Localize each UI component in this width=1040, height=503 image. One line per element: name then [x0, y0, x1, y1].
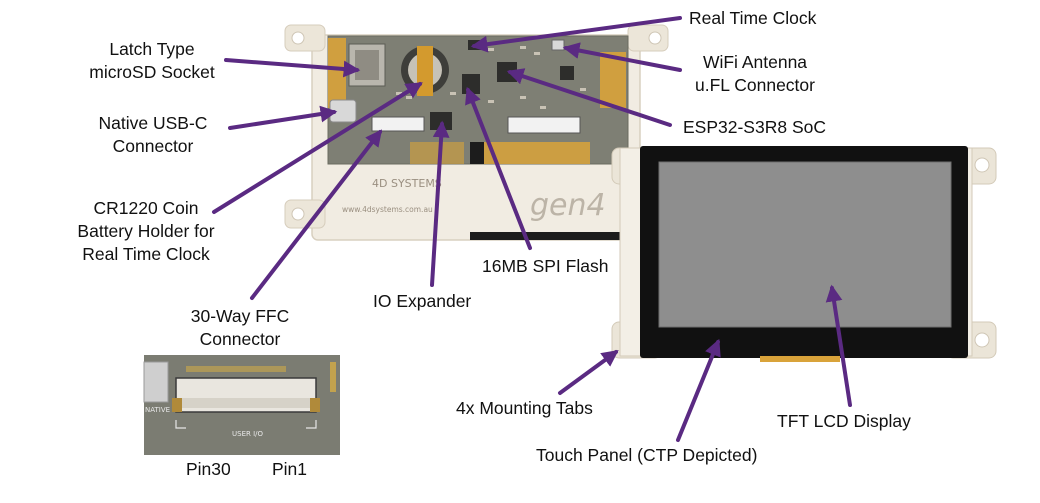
ufl-connector — [551, 39, 565, 51]
label-battery-line3: Real Time Clock — [82, 244, 210, 264]
inset-user-io-silk: USER I/O — [232, 430, 264, 438]
module-front-view — [611, 146, 997, 362]
label-usb: Native USB-C Connector — [82, 112, 224, 158]
label-mounting-tabs: 4x Mounting Tabs — [456, 398, 593, 418]
label-ffc: 30-Way FFC Connector — [170, 305, 310, 351]
label-ffc-line2: Connector — [199, 329, 281, 349]
arrow-soc — [506, 68, 672, 127]
arrow-tft — [825, 284, 852, 407]
label-microsd-line1: Latch Type — [109, 39, 195, 59]
label-microsd: Latch Type microSD Socket — [82, 38, 222, 84]
callout-arrows — [212, 16, 852, 442]
arrow-io — [430, 120, 450, 287]
label-battery: CR1220 Coin Battery Holder for Real Time… — [66, 197, 226, 266]
label-wifi-line2: u.FL Connector — [695, 75, 815, 95]
label-usb-line1: Native USB-C — [98, 113, 208, 133]
label-battery-line2: Battery Holder for — [77, 221, 215, 241]
rear-mount-tab — [284, 24, 326, 52]
arrow-touch — [676, 338, 721, 442]
arrow-ffc — [250, 129, 383, 300]
arrow-microsd — [224, 58, 361, 78]
spi-flash-chip — [462, 74, 480, 94]
ffc-inset-photo: USER I/O NATIVE — [143, 355, 340, 455]
arrow-rtc — [470, 16, 682, 53]
label-wifi-line1: WiFi Antenna — [702, 52, 808, 72]
label-pin30: Pin30 — [186, 459, 231, 479]
label-tft: TFT LCD Display — [777, 411, 911, 431]
ffc-connector — [371, 116, 425, 132]
inset-native-silk: NATIVE — [145, 406, 170, 414]
label-pin1: Pin1 — [272, 459, 308, 479]
label-usb-line2: Connector — [112, 136, 194, 156]
label-soc: ESP32-S3R8 SoC — [683, 117, 826, 137]
label-microsd-line2: microSD Socket — [89, 62, 215, 82]
label-touch-panel: Touch Panel (CTP Depicted) — [536, 445, 758, 465]
label-io-expander: IO Expander — [373, 291, 472, 311]
label-rtc: Real Time Clock — [689, 8, 817, 28]
label-ffc-line1: 30-Way FFC — [190, 306, 290, 326]
label-flash: 16MB SPI Flash — [482, 256, 609, 276]
arrow-flash — [465, 86, 532, 250]
arrow-battery — [212, 82, 423, 214]
rear-mount-tab — [627, 24, 669, 52]
label-battery-line1: CR1220 Coin — [93, 198, 199, 218]
arrow-tabs — [558, 350, 619, 395]
label-wifi: WiFi Antenna u.FL Connector — [680, 51, 830, 97]
url-silkscreen: www.4dsystems.com.au — [342, 205, 433, 214]
brand-silkscreen: 4D SYSTEMS — [372, 177, 442, 190]
tft-lcd-glass — [658, 161, 952, 328]
arrow-wifi — [562, 42, 682, 72]
arrow-usb — [228, 105, 338, 130]
model-silkscreen: gen4 — [530, 188, 606, 223]
